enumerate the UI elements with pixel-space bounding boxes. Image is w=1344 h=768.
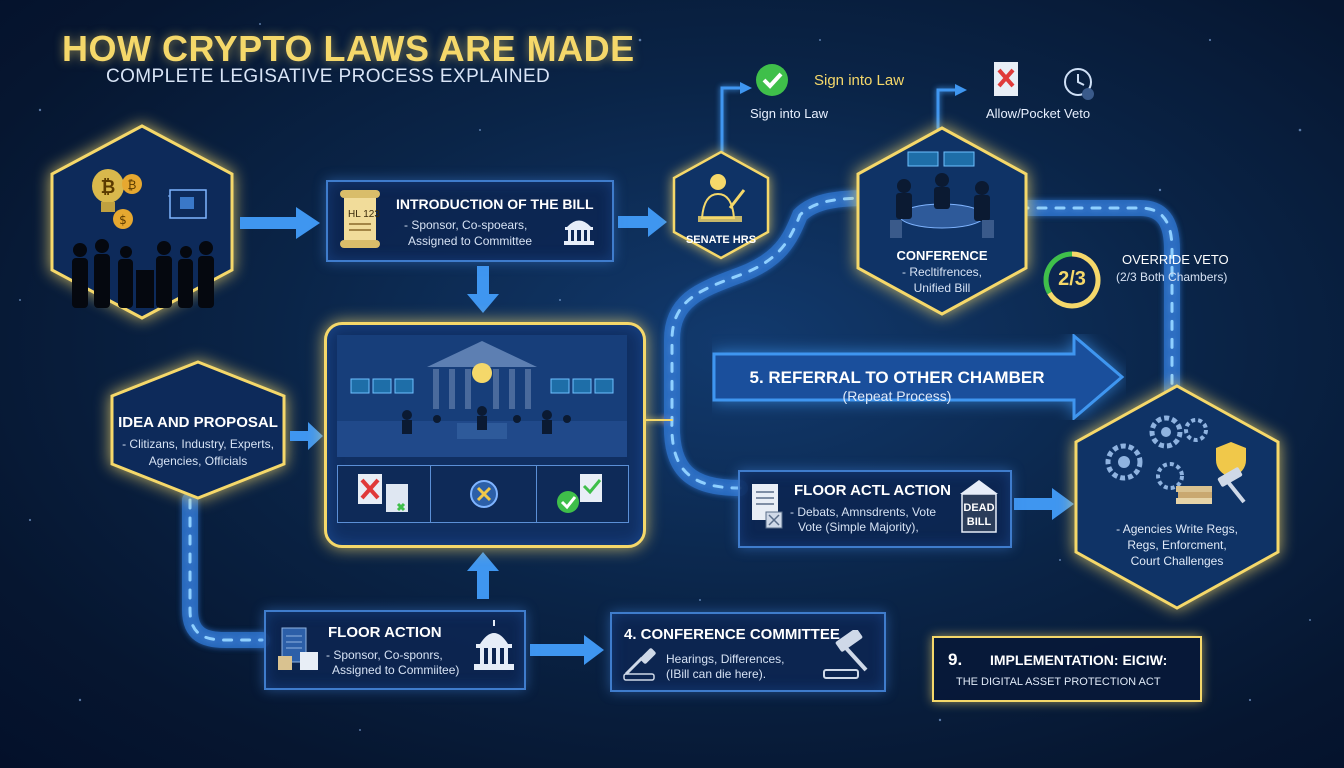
coin-dollar-icon: $: [113, 209, 133, 229]
circuit-chip-icon: [168, 189, 207, 219]
introduction-line1: - Sponsor, Co-spoears,: [404, 218, 528, 232]
vote-options-bar: [337, 465, 629, 523]
scroll-text: HL 123: [348, 209, 380, 220]
approved-document-icon: [557, 474, 602, 513]
conference-committee-box: 4. CONFERENCE COMMITTEE Hearings, Differ…: [610, 612, 886, 692]
cross-circle-icon: [470, 480, 498, 508]
chamber-panel: [324, 322, 646, 548]
hex-conference: CONFERENCE - Recltifrences, Unified Bill: [856, 126, 1028, 316]
arrow-down-icon: [467, 266, 499, 313]
implementation-line1: THE DIGITAL ASSET PROTECTION ACT: [956, 676, 1161, 688]
floor-action-line2: Assigned to Commiitee): [332, 663, 460, 677]
crowd-silhouette-icon: [72, 239, 214, 308]
conference-line1: - Recltifrences,: [901, 265, 983, 279]
gears-icon: [1105, 415, 1208, 490]
svg-text:₿: ₿: [128, 178, 137, 192]
floor-actl-title: FLOOR ACTL ACTION: [794, 482, 951, 499]
override-badge: 2/3: [1058, 268, 1086, 290]
idea-line1: - Clitizans, Industry, Experts,: [122, 437, 274, 451]
veto-caption: Allow/Pocket Veto: [986, 106, 1091, 121]
arrow-right-icon: [1014, 488, 1074, 520]
scroll-bill-icon: [340, 190, 380, 248]
capitol-icon: [564, 220, 594, 245]
conference-committee-title: 4. CONFERENCE COMMITTEE: [624, 626, 840, 643]
arrow-right-icon: [240, 207, 320, 239]
bulb-bitcoin-icon: ₿: [92, 169, 124, 212]
dead-bill-line2: BILL: [966, 516, 992, 528]
signing-person-icon: [698, 174, 746, 222]
referral-title: 5. REFERRAL TO OTHER CHAMBER: [749, 368, 1045, 387]
arrow-right-icon: [618, 207, 667, 237]
floor-action-title: FLOOR ACTION: [328, 624, 442, 641]
check-circle-icon: [756, 64, 788, 96]
implementation-box: 9. IMPLEMENTATION: EICIW: THE DIGITAL AS…: [932, 636, 1202, 702]
introduction-title: INTRODUCTION OF THE BILL: [396, 196, 594, 212]
sign-law-title: Sign into Law: [814, 72, 905, 89]
senate-label: SENATE HRS: [685, 234, 757, 246]
idea-title: IDEA AND PROPOSAL: [118, 414, 278, 431]
gavel-icon: [823, 630, 868, 679]
arrow-right-icon: [530, 635, 604, 665]
conference-committee-line1: Hearings, Differences,: [666, 652, 785, 666]
implementation-number: 9.: [948, 650, 963, 669]
floor-actl-line2: Vote (Simple Majority),: [798, 520, 919, 534]
clock-icon: [1064, 68, 1094, 100]
gavel-books-icon: [1176, 467, 1246, 504]
floor-action-box: FLOOR ACTION - Sponsor, Co-sponrs, Assig…: [264, 610, 526, 690]
conference-table-icon: [890, 151, 994, 238]
coin-icon: ₿: [122, 174, 142, 194]
hearing-icon: [623, 648, 656, 681]
conference-committee-line2: (IBill can die here).: [666, 667, 767, 681]
override-title: OVERRIDE VETO: [1122, 252, 1229, 267]
hex-senate: SENATE HRS: [672, 150, 770, 260]
conference-title: CONFERENCE: [896, 248, 988, 263]
hex-idea-proposal: IDEA AND PROPOSAL - Clitizans, Industry,…: [110, 360, 286, 500]
capitol-icon: [474, 620, 514, 670]
veto-document-icon: [994, 62, 1018, 96]
arrow-right-icon: [290, 422, 323, 450]
floor-actl-box: FLOOR ACTL ACTION - Debats, Amnsdrents, …: [738, 470, 1012, 548]
floor-actl-line1: - Debats, Amnsdrents, Vote: [790, 505, 937, 519]
rejected-document-icon: [358, 474, 408, 512]
page-title: HOW CRYPTO LAWS ARE MADE: [62, 28, 635, 69]
ballot-stack-icon: [278, 627, 318, 670]
override-subtitle: (2/3 Both Chambers): [1116, 270, 1228, 284]
sign-law-caption: Sign into Law: [750, 106, 829, 121]
svg-text:₿: ₿: [101, 177, 116, 198]
arrow-up-icon: [467, 552, 499, 599]
introduction-box: HL 123 INTRODUCTION OF THE BILL - Sponso…: [326, 180, 614, 262]
chamber-scene-icon: [337, 335, 627, 457]
floor-action-line1: - Sponsor, Co-sponrs,: [326, 648, 443, 662]
implementation-hex-line3: Court Challenges: [1130, 554, 1224, 568]
hex-crypto-crowd: ₿ ₿ $: [50, 124, 234, 320]
idea-line2: Agencies, Officials: [148, 454, 248, 468]
hex-implementation: - Agencies Write Regs, Regs, Enforcment,…: [1074, 384, 1280, 610]
introduction-line2: Assigned to Committee: [408, 234, 533, 248]
implementation-title: IMPLEMENTATION: EICIW:: [990, 652, 1168, 668]
ballot-document-icon: [752, 484, 783, 529]
conference-line2: Unified Bill: [913, 281, 971, 295]
referral-arrow-icon: [712, 334, 1125, 420]
referral-subtitle: (Repeat Process): [842, 388, 952, 404]
dead-bill-building-icon: [960, 480, 998, 533]
page-subtitle: COMPLETE LEGISATIVE PROCESS EXPLAINED: [106, 66, 551, 87]
dead-bill-line1: DEAD: [963, 502, 995, 514]
override-ring-icon: [1043, 251, 1101, 309]
svg-text:$: $: [119, 213, 127, 227]
implementation-hex-line1: - Agencies Write Regs,: [1116, 522, 1238, 536]
implementation-hex-line2: Regs, Enforcment,: [1127, 538, 1227, 552]
